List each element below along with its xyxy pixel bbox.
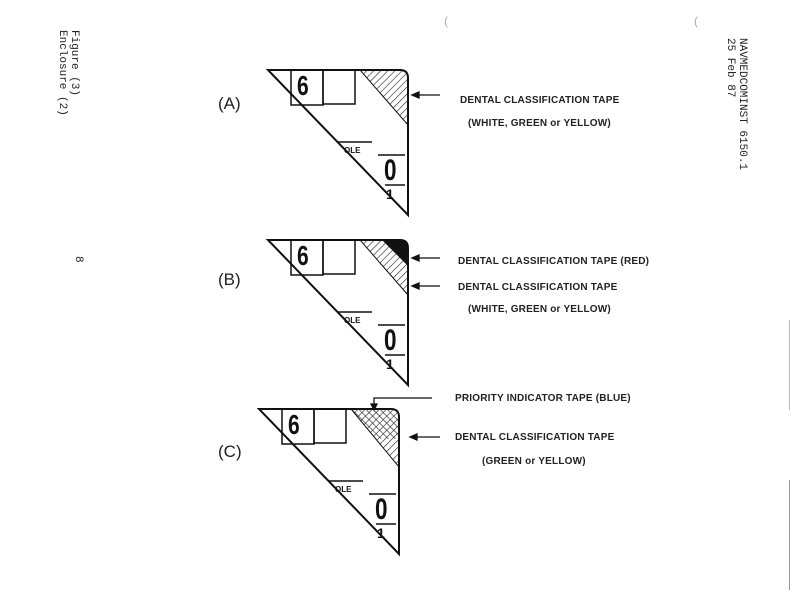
card-digit-0: 0 bbox=[375, 493, 388, 526]
label-c-tape: DENTAL CLASSIFICATION TAPE bbox=[455, 432, 615, 443]
card-diagram-b bbox=[267, 239, 409, 386]
label-a-tape: DENTAL CLASSIFICATION TAPE bbox=[460, 95, 620, 106]
card-digit-6: 6 bbox=[288, 409, 300, 440]
card-digit-6: 6 bbox=[297, 240, 309, 271]
scan-mark: ( bbox=[444, 14, 448, 28]
card-middle-text: OLE bbox=[344, 146, 361, 155]
card-digit-6: 6 bbox=[297, 70, 309, 101]
label-c-colors: (GREEN or YELLOW) bbox=[482, 456, 586, 467]
card-digit-0: 0 bbox=[384, 154, 397, 187]
figure-letter-b: (B) bbox=[218, 270, 241, 289]
scan-mark: ( bbox=[694, 14, 698, 28]
card-diagram-a bbox=[267, 69, 409, 216]
arrows bbox=[369, 91, 440, 441]
figure-letter-c: (C) bbox=[218, 442, 242, 461]
label-b-red-tape: DENTAL CLASSIFICATION TAPE (RED) bbox=[458, 256, 650, 267]
card-digit-1: 1 bbox=[386, 356, 394, 372]
label-b-tape: DENTAL CLASSIFICATION TAPE bbox=[458, 282, 618, 293]
card-digit-1: 1 bbox=[377, 525, 385, 541]
card-digit-1: 1 bbox=[386, 186, 394, 202]
label-a-colors: (WHITE, GREEN or YELLOW) bbox=[468, 118, 611, 129]
label-c-priority-tape: PRIORITY INDICATOR TAPE (BLUE) bbox=[455, 393, 631, 404]
label-b-colors: (WHITE, GREEN or YELLOW) bbox=[468, 304, 611, 315]
scan-edge bbox=[789, 320, 790, 410]
card-middle-text: OLE bbox=[344, 316, 361, 325]
card-diagram-c bbox=[258, 408, 400, 555]
card-middle-text: OLE bbox=[335, 485, 352, 494]
figure-letter-a: (A) bbox=[218, 94, 241, 113]
card-digit-0: 0 bbox=[384, 324, 397, 357]
scan-edge bbox=[789, 480, 790, 590]
